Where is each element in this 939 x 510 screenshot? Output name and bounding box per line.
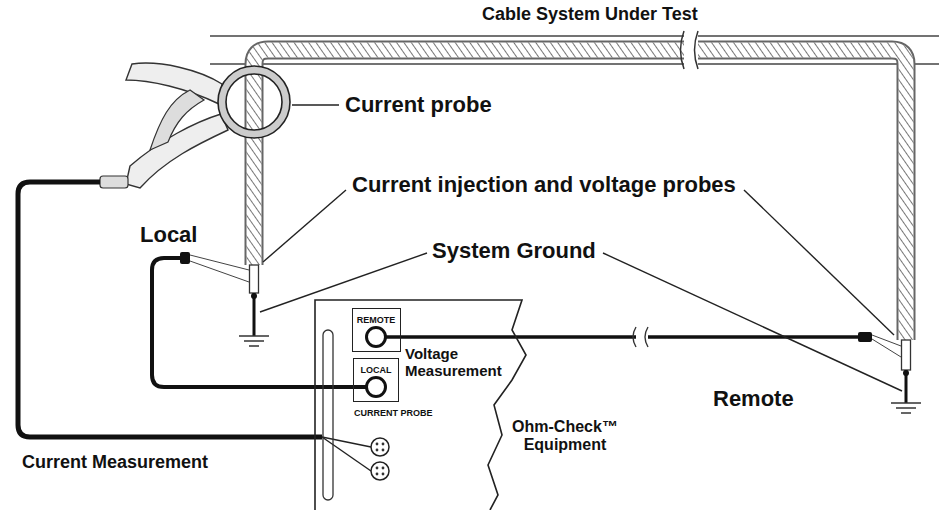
pin	[376, 467, 379, 470]
ground-symbol	[244, 340, 264, 342]
panel-caption: Ohm-Check™ Equipment	[505, 418, 625, 455]
cable-outline	[254, 50, 906, 340]
jack-label: REMOTE	[357, 313, 396, 325]
equipment-name: Ohm-Check™ Equipment	[505, 418, 625, 455]
current-cable	[18, 182, 322, 437]
annotation-label: Current probe	[345, 92, 492, 117]
annotation-label: System Ground	[432, 238, 596, 263]
panel-slot	[323, 330, 333, 500]
ground-symbol	[891, 402, 921, 404]
probe-lead	[872, 339, 901, 357]
connector-pins	[376, 443, 385, 476]
clamp-body	[150, 90, 204, 150]
ground-symbol	[896, 407, 916, 409]
clamp-ring-inner	[226, 74, 282, 130]
pin	[376, 449, 379, 452]
probe-lead	[190, 255, 249, 270]
probe-sleeve	[250, 265, 259, 293]
annotation-label-box: Current Measurement	[22, 452, 208, 473]
remote-plug	[858, 332, 872, 342]
leader-line	[744, 190, 894, 335]
pin	[382, 443, 385, 446]
annotation-label: Local	[140, 222, 197, 247]
ground-node	[251, 293, 257, 299]
ground-wire	[253, 293, 256, 336]
cable-sheath-line	[210, 35, 939, 37]
leader-line	[603, 253, 902, 391]
local-cable	[152, 258, 376, 387]
jack-label: LOCAL	[361, 363, 392, 375]
annotation-label-box: Remote	[713, 386, 794, 411]
pin	[382, 473, 385, 476]
break-gap	[636, 328, 648, 346]
annotation-label: Remote	[713, 386, 794, 411]
ground-symbol	[901, 412, 911, 414]
clamp-ring-outer	[218, 66, 290, 138]
break-symbol	[695, 31, 699, 69]
jack-socket	[365, 376, 387, 398]
annotation-label: Current injection and voltage probes	[352, 172, 736, 197]
current-connector	[371, 462, 389, 480]
annotation-label: CURRENT PROBE	[354, 408, 433, 418]
pin	[382, 467, 385, 470]
annotation-label-box: Current injection and voltage probes	[352, 172, 736, 197]
break-gap	[684, 30, 698, 70]
panel-outline	[315, 300, 625, 510]
ground-symbol	[239, 335, 269, 337]
probe-lead	[872, 335, 901, 346]
break-symbol	[645, 327, 648, 347]
annotation-label-box: System Ground	[432, 238, 596, 263]
ground-node	[903, 370, 909, 376]
leader-line	[260, 253, 427, 312]
pin	[376, 443, 379, 446]
cable-stranding	[254, 50, 906, 340]
pin	[382, 449, 385, 452]
jack-socket-box: REMOTE	[352, 308, 401, 352]
cable-sheath-line	[210, 63, 939, 65]
probe-plug	[100, 176, 128, 188]
diagram-title: Cable System Under Test	[482, 4, 698, 25]
diagram-title-box: Cable System Under Test	[482, 4, 698, 25]
annotation-label-box: Local	[140, 222, 197, 247]
cable-core	[254, 50, 906, 340]
jack-socket	[365, 326, 387, 348]
ground-symbol	[249, 345, 259, 347]
equipment-panel: Ohm-Check™ Equipment REMOTE LOCAL	[315, 300, 625, 510]
annotation-label-box: Voltage Measurement	[405, 345, 507, 380]
break-symbol	[633, 327, 636, 347]
clamp-ring	[222, 70, 286, 134]
break-symbol	[681, 31, 685, 69]
current-connector	[371, 438, 389, 456]
probe-lead	[190, 261, 249, 282]
leader-line	[263, 190, 346, 262]
jack-socket-box: LOCAL	[353, 358, 399, 402]
probe-sleeve	[902, 340, 911, 370]
clamp-jaw	[126, 63, 222, 104]
pin	[376, 473, 379, 476]
current-lead	[322, 437, 371, 471]
annotation-label-box: CURRENT PROBE	[354, 408, 433, 418]
annotation-label: Voltage Measurement	[405, 345, 507, 380]
panel-border	[315, 300, 526, 510]
leader-line	[292, 104, 339, 105]
annotation-label: Current Measurement	[22, 452, 208, 473]
annotation-label-box: Current probe	[345, 92, 492, 117]
local-plug	[180, 252, 190, 264]
